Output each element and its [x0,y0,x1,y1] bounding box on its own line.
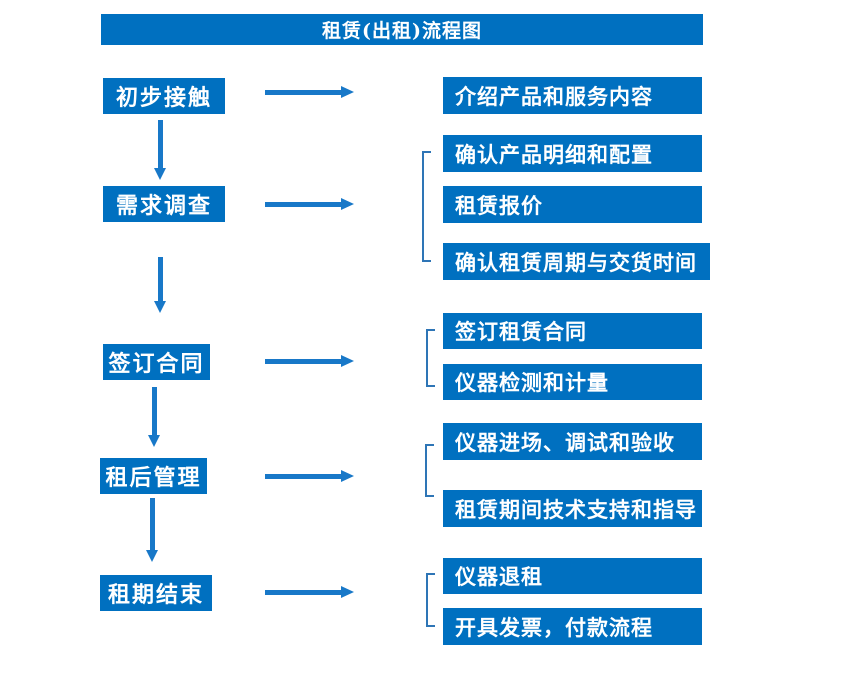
detail-box-instrument-setup: 仪器进场、调试和验收 [443,423,702,460]
group-bracket [422,151,431,262]
step-box-rental-end: 租期结束 [100,575,212,611]
group-bracket [426,573,435,627]
down-arrow-icon [154,120,167,180]
step-box-initial-contact: 初步接触 [103,78,225,114]
detail-box-instrument-return: 仪器退租 [443,558,702,594]
detail-box-rental-quote: 租赁报价 [443,186,702,223]
step-box-demand-survey: 需求调查 [103,186,225,222]
down-arrow-icon [148,387,161,447]
step-box-sign-contract: 签订合同 [103,344,210,380]
down-arrow-icon [154,257,167,313]
detail-box-confirm-period-delivery: 确认租赁周期与交货时间 [443,243,710,280]
right-arrow-icon [265,586,354,599]
detail-box-sign-rental-contract: 签订租赁合同 [443,313,702,349]
right-arrow-icon [265,86,354,99]
group-bracket [426,329,435,387]
detail-box-invoice-payment: 开具发票，付款流程 [443,608,702,645]
right-arrow-icon [265,470,354,483]
group-bracket [425,444,434,497]
right-arrow-icon [265,355,354,368]
flowchart-title: 租赁(出租)流程图 [101,14,703,45]
detail-box-intro-products-services: 介绍产品和服务内容 [443,77,702,114]
detail-box-instrument-testing: 仪器检测和计量 [443,364,702,400]
right-arrow-icon [265,198,354,211]
detail-box-confirm-product-config: 确认产品明细和配置 [443,135,702,172]
step-box-post-rental-management: 租后管理 [100,458,207,494]
detail-box-tech-support: 租赁期间技术支持和指导 [443,490,702,527]
down-arrow-icon [146,498,159,562]
